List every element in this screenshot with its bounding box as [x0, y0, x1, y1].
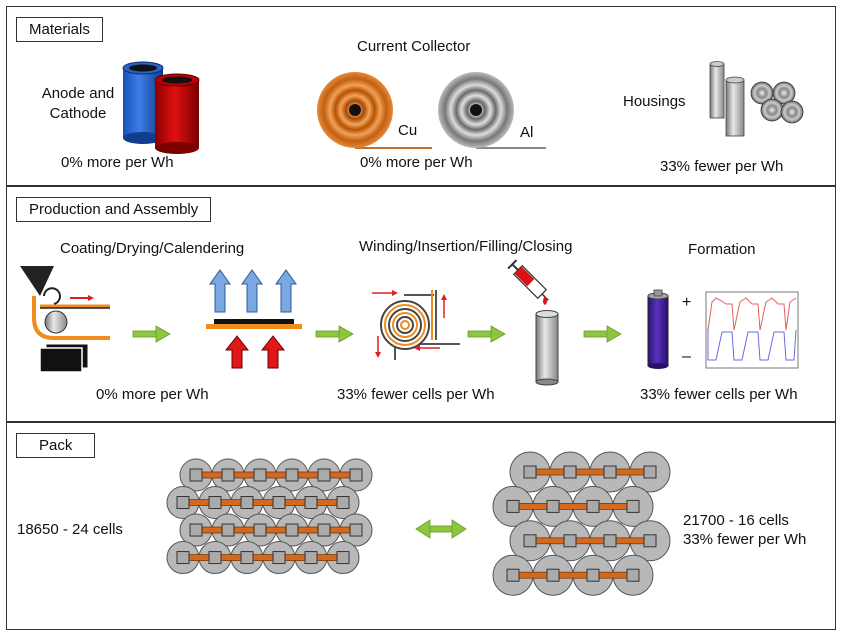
current-collector-note: 0% more per Wh [360, 154, 473, 171]
housings-label: Housings [623, 93, 686, 110]
pack-terminal [336, 496, 350, 510]
pack-terminal [336, 551, 350, 565]
pack-busbar [195, 471, 357, 479]
pack-terminal [253, 523, 267, 537]
pack-terminal [272, 551, 286, 565]
coating-note: 0% more per Wh [96, 386, 209, 403]
winding-note: 33% fewer cells per Wh [337, 386, 495, 403]
coating-machine-icon [20, 266, 110, 373]
pack-terminal [240, 551, 254, 565]
pack-terminal [546, 499, 560, 513]
pack-terminal [317, 523, 331, 537]
process-arrow-icon [132, 325, 171, 343]
pack-busbar [512, 571, 634, 579]
materials-title: Materials [16, 17, 103, 42]
pack-panel: Pack [6, 422, 836, 630]
pack-terminal [643, 465, 657, 479]
pack-terminal [176, 551, 190, 565]
formation-cycle-chart [705, 291, 799, 369]
production-title: Production and Assembly [16, 197, 212, 222]
al-label: Al [520, 124, 534, 141]
pack-18650-label: 18650 - 24 cells [17, 521, 123, 538]
pack-busbar [512, 502, 634, 510]
pack-terminal [349, 523, 363, 537]
pack-busbar [182, 554, 344, 561]
formation-cell-icon [647, 289, 669, 369]
pack-terminal [563, 465, 577, 479]
pack-terminal [304, 496, 318, 510]
filling-syringe-icon [507, 259, 549, 305]
pack-terminal [546, 568, 560, 582]
pack-terminal [221, 468, 235, 482]
pack-terminal [272, 496, 286, 510]
winding-jelly-roll-icon [372, 290, 460, 360]
copper-foil-roll-icon [317, 72, 432, 149]
pack-terminal [208, 551, 222, 565]
plus-sign: + [682, 294, 692, 311]
pack-21700-icon [492, 451, 671, 596]
pack-terminal [506, 568, 520, 582]
process-arrow-icon [315, 325, 354, 343]
pack-terminal [603, 534, 617, 548]
pack-terminal [523, 465, 537, 479]
pack-terminal [317, 468, 331, 482]
pack-terminal [189, 523, 203, 537]
pack-terminal [586, 568, 600, 582]
winding-label: Winding/Insertion/Filling/Closing [359, 238, 573, 255]
drying-station-icon [206, 269, 302, 369]
production-panel: Production and Assembly [6, 186, 836, 422]
cathode-cylinder-icon [154, 73, 200, 154]
pack-terminal [626, 499, 640, 513]
comparison-double-arrow-icon [415, 519, 467, 539]
anode-cathode-label: Anode and Cathode [41, 85, 115, 122]
pack-title: Pack [16, 433, 96, 458]
pack-terminal [506, 499, 520, 513]
formation-note: 33% fewer cells per Wh [640, 386, 798, 403]
formation-label: Formation [688, 241, 756, 258]
process-arrow-icon [583, 325, 622, 343]
pack-terminal [240, 496, 254, 510]
pack-terminal [603, 465, 617, 479]
pack-busbar [529, 537, 651, 545]
cell-can-icon [535, 310, 559, 386]
process-arrow-icon [467, 325, 506, 343]
pack-busbar [529, 468, 651, 476]
pack-terminal [221, 523, 235, 537]
housings-note: 33% fewer per Wh [660, 158, 784, 175]
pack-terminal [643, 534, 657, 548]
pack-21700-label-1: 21700 - 16 cells [683, 512, 789, 529]
pack-terminal [304, 551, 318, 565]
pack-terminal [523, 534, 537, 548]
coating-label: Coating/Drying/Calendering [60, 240, 245, 257]
pack-terminal [285, 468, 299, 482]
anode-cathode-note: 0% more per Wh [61, 154, 174, 171]
pack-terminal [586, 499, 600, 513]
housing-cans-icon [709, 61, 804, 137]
pack-21700-label-2: 33% fewer per Wh [683, 531, 807, 548]
pack-busbar [182, 499, 344, 506]
pack-terminal [253, 468, 267, 482]
pack-terminal [563, 534, 577, 548]
pack-terminal [626, 568, 640, 582]
pack-terminal [285, 523, 299, 537]
pack-terminal [176, 496, 190, 510]
pack-terminal [208, 496, 222, 510]
pack-terminal [349, 468, 363, 482]
current-collector-label: Current Collector [357, 38, 471, 55]
cu-label: Cu [398, 122, 418, 139]
pack-18650-icon [166, 458, 373, 575]
pack-terminal [189, 468, 203, 482]
pack-busbar [195, 526, 357, 534]
aluminum-foil-roll-icon [438, 72, 546, 149]
minus-sign: – [682, 348, 691, 365]
